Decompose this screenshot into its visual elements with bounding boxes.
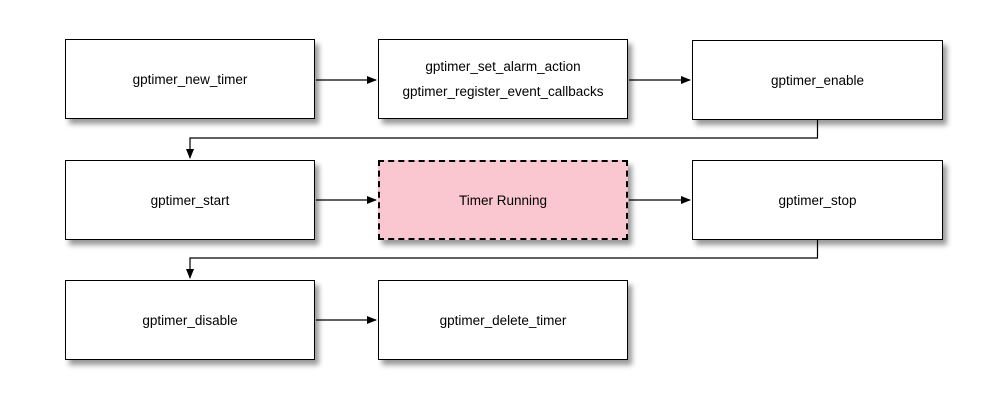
flow-node-label: gptimer_delete_timer xyxy=(439,312,567,328)
flow-node-gptimer-enable: gptimer_enable xyxy=(692,40,943,120)
flow-node-label: gptimer_start xyxy=(150,192,230,208)
flow-node-label-line1: gptimer_set_alarm_action xyxy=(425,59,581,74)
arrow-enable-to-start xyxy=(186,120,819,159)
flow-node-label: gptimer_stop xyxy=(778,192,857,208)
flow-node-label: gptimer_disable xyxy=(142,312,238,328)
flow-node-gptimer-new-timer: gptimer_new_timer xyxy=(65,39,315,119)
flow-node-gptimer-disable: gptimer_disable xyxy=(65,280,315,360)
flow-node-label-line2: gptimer_register_event_callbacks xyxy=(402,84,604,99)
flow-node-label: Timer Running xyxy=(458,192,548,208)
flow-node-configure-alarm-callbacks: gptimer_set_alarm_action gptimer_registe… xyxy=(378,39,628,119)
flow-node-gptimer-stop: gptimer_stop xyxy=(692,160,943,240)
flow-node-timer-running: Timer Running xyxy=(378,160,628,240)
flow-node-gptimer-delete-timer: gptimer_delete_timer xyxy=(378,280,628,360)
flow-node-label: gptimer_enable xyxy=(770,72,865,88)
flow-node-gptimer-start: gptimer_start xyxy=(65,160,315,240)
flow-node-label: gptimer_new_timer xyxy=(132,71,248,87)
arrow-stop-to-disable xyxy=(186,240,819,279)
